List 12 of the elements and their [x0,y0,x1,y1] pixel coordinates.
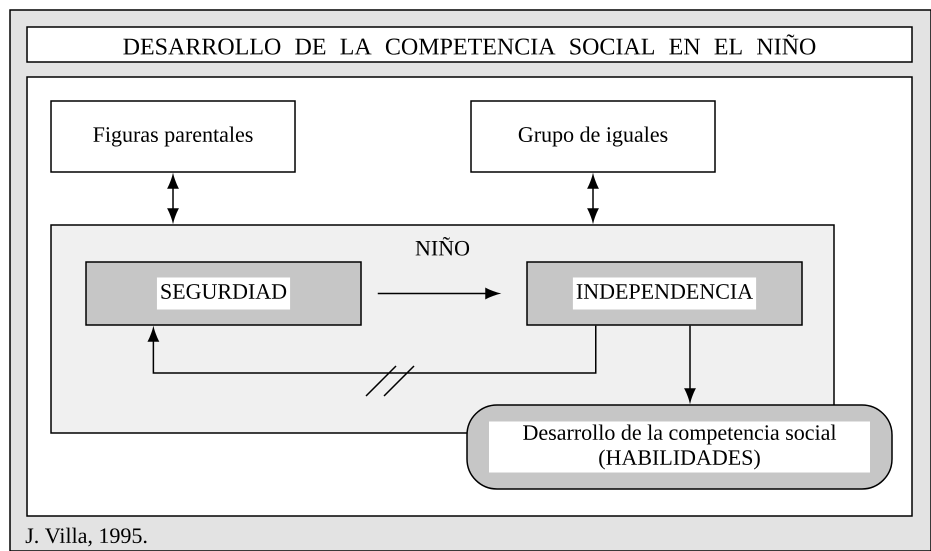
title-box: DESARROLLO DE LA COMPETENCIA SOCIAL EN EL NIÑO [26,26,913,63]
arrow [684,326,696,402]
source-note: J. Villa, 1995. [26,528,146,546]
process-box: INDEPENDENCIA [526,261,803,326]
process-box: SEGURDIAD [85,261,362,326]
process-box: Grupo de iguales [470,100,716,173]
arrow [168,175,178,222]
arrow [148,326,596,374]
arrow [378,288,499,299]
outcome-box: Desarrollo de la competencia social (HABILIDADES) [466,404,893,490]
process-box: Figuras parentales [50,100,296,173]
arrow [588,175,598,222]
